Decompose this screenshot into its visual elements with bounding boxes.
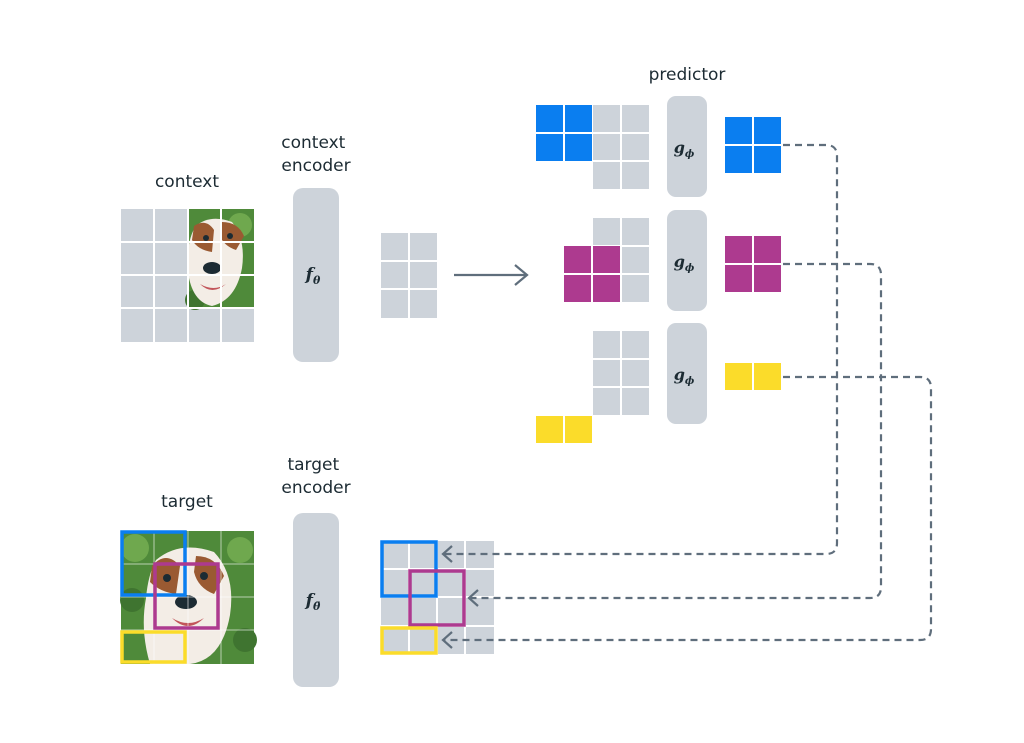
- predictor-input-blue: [536, 105, 649, 189]
- context-label: context: [155, 172, 219, 192]
- predicted-embedding-blue: [725, 117, 781, 173]
- target-embedding-magenta-outline: [408, 569, 466, 627]
- loss-connection-yellow: [441, 375, 933, 649]
- loss-connection-blue: [441, 143, 839, 563]
- predictor-function-1: gϕ: [674, 138, 695, 160]
- target-encoder-block: [293, 513, 339, 687]
- predictor-block-2: [667, 210, 707, 311]
- predictor-label: predictor: [649, 65, 726, 85]
- predictor-input-yellow: [536, 331, 649, 443]
- target-encoder-function: fθ̄: [305, 591, 321, 613]
- target-image: [120, 530, 257, 664]
- target-embedding: [380, 540, 494, 655]
- target-block-magenta-outline: [153, 562, 220, 630]
- predictor-function-2: gϕ: [674, 252, 695, 274]
- context-embedding: [381, 233, 437, 318]
- target-label: target: [161, 492, 213, 512]
- predictor-block-3: [667, 323, 707, 424]
- predictor-input-magenta: [564, 218, 649, 302]
- predicted-embedding-magenta: [725, 236, 781, 292]
- target-block-yellow-outline: [120, 630, 187, 664]
- predicted-embedding-yellow: [725, 363, 781, 390]
- context-image: [121, 209, 254, 342]
- dog-photo-crop: [185, 209, 254, 310]
- context-grid-lines: [121, 209, 254, 342]
- arrow-to-predictor: [454, 264, 529, 286]
- context-encoder-label: context encoder: [281, 133, 350, 176]
- target-embedding-yellow-outline: [380, 626, 438, 655]
- context-encoder-block: [293, 188, 339, 362]
- target-encoder-label: target encoder: [281, 455, 350, 498]
- predictor-block-1: [667, 96, 707, 197]
- context-encoder-function: fθ: [305, 265, 321, 287]
- predictor-function-3: gϕ: [674, 365, 695, 387]
- loss-connection-magenta: [467, 262, 883, 607]
